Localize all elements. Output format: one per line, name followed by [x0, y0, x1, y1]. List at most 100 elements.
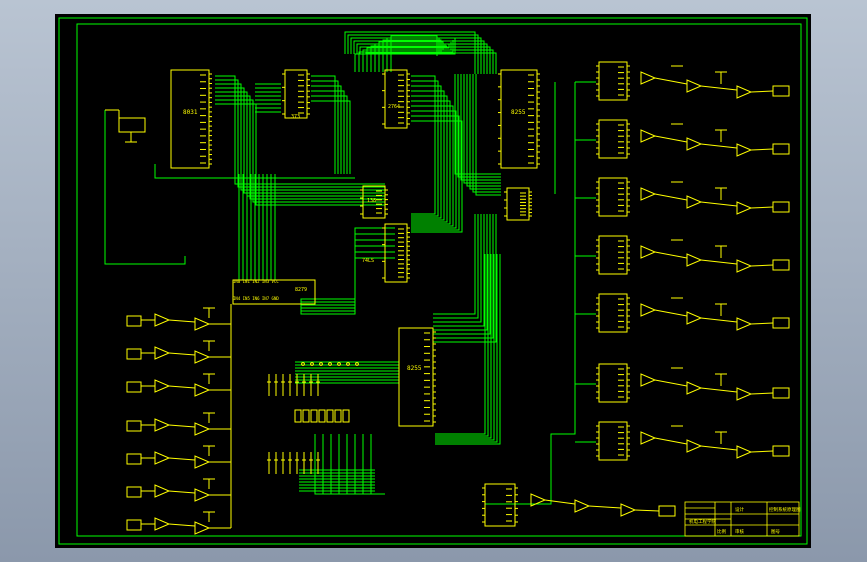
dac-chip — [598, 235, 628, 275]
latch-label: 373 — [291, 114, 300, 120]
bottom-loop-bus — [370, 434, 385, 495]
out-link — [700, 317, 738, 323]
display-bus — [300, 233, 395, 312]
schematic-canvas: 8031 373 2764 8255 138 74LS 8279 8255 IN… — [58, 17, 808, 545]
gate-label: 74LS — [362, 258, 374, 264]
gate-chip — [384, 223, 408, 283]
eprom-bus — [411, 90, 445, 221]
latch-out-bus — [311, 90, 345, 174]
dac-chip — [598, 119, 628, 159]
input-opamp-2 — [194, 350, 211, 364]
title-checker: 审核 — [735, 528, 744, 535]
input-terminal — [126, 453, 142, 465]
eprom-bus — [411, 80, 439, 217]
title-drawer: 设计 — [735, 506, 744, 513]
adc-chip — [232, 279, 316, 305]
long-drop-bus — [435, 254, 498, 443]
cpu-addr-bus — [215, 75, 385, 185]
eprom-bus — [411, 75, 436, 215]
input-terminal — [126, 519, 142, 531]
output-opamp-1 — [640, 129, 657, 143]
led-dot — [328, 362, 332, 366]
eprom-label: 2764 — [388, 104, 400, 110]
ppi-top-bus — [475, 74, 501, 196]
eprom-bus — [411, 100, 451, 225]
output-terminal — [772, 143, 790, 155]
seven-seg-digit — [326, 409, 334, 423]
output-terminal — [772, 259, 790, 271]
output-opamp-3 — [736, 387, 753, 401]
ppi-top-bus — [460, 74, 501, 181]
out-link — [700, 259, 738, 265]
cpu-side-wire — [154, 164, 355, 179]
out-link — [750, 148, 774, 151]
seven-seg-digit — [342, 409, 350, 423]
out-link — [750, 392, 774, 395]
output-terminal — [772, 317, 790, 329]
latch-out-bus — [311, 95, 348, 174]
out-link — [750, 206, 774, 209]
out-link — [634, 509, 660, 512]
upper-loop-bus — [365, 52, 497, 74]
amp-link — [168, 523, 196, 527]
dac-chip — [598, 421, 628, 461]
output-opamp-3 — [736, 259, 753, 273]
out-link — [588, 505, 622, 509]
top-data-bus — [354, 38, 456, 72]
mid-to-bottom-bus — [433, 214, 491, 335]
out-link — [654, 309, 688, 317]
adc-label-2: IN4 IN5 IN6 IN7 GND — [233, 296, 279, 301]
output-opamp-3 — [736, 445, 753, 459]
upper-loop-bus — [353, 40, 485, 74]
inner-frame — [76, 23, 802, 537]
top-data-bus — [370, 45, 447, 72]
out-link — [654, 77, 688, 85]
ppi-top-bus — [463, 74, 501, 184]
output-opamp-b2 — [574, 499, 591, 513]
out-link — [544, 499, 576, 505]
cpu-label: 8031 — [183, 109, 198, 116]
input-terminal — [126, 315, 142, 327]
output-opamp-3 — [736, 143, 753, 157]
input-terminal — [126, 420, 142, 432]
out-link — [700, 387, 738, 393]
seven-seg-digit — [318, 409, 326, 423]
output-opamp-3 — [736, 201, 753, 215]
ppi-top-bus — [466, 74, 501, 187]
input-opamp — [154, 517, 171, 531]
ppi-top-bus — [469, 74, 501, 190]
out-link — [654, 379, 688, 387]
top-data-bus — [358, 40, 454, 72]
amp-link — [168, 352, 196, 356]
upper-loop-bus — [347, 34, 479, 74]
out-link — [700, 445, 738, 451]
out-link — [700, 143, 738, 149]
input-opamp-2 — [194, 317, 211, 331]
crystal-box — [118, 117, 146, 133]
eprom-bus — [411, 85, 442, 219]
amp-link — [168, 424, 196, 428]
title-drawing-name: 控制系统原理图 — [769, 506, 801, 513]
latch-out-bus — [311, 75, 336, 174]
title-school: 机电工程学院 — [689, 518, 716, 525]
input-opamp-2 — [194, 383, 211, 397]
eprom-bus — [411, 115, 460, 231]
eprom-chip — [384, 69, 408, 129]
seven-seg-digit — [294, 409, 302, 423]
top-data-bus — [378, 41, 444, 72]
out-link — [750, 90, 774, 93]
component-layer — [105, 61, 790, 535]
out-link — [654, 135, 688, 143]
mid-to-bottom-bus — [433, 214, 476, 315]
output-opamp-2 — [686, 137, 703, 151]
ppi-top-label: 8255 — [511, 109, 526, 116]
input-opamp — [154, 451, 171, 465]
output-opamp-b3 — [620, 503, 637, 517]
seven-seg-digit — [310, 409, 318, 423]
upper-loop-bus — [356, 43, 488, 74]
input-opamp — [154, 418, 171, 432]
amp-link — [168, 319, 196, 323]
ppi-top-chip — [500, 69, 538, 169]
upper-loop-bus — [362, 49, 494, 74]
dac-chip — [598, 363, 628, 403]
